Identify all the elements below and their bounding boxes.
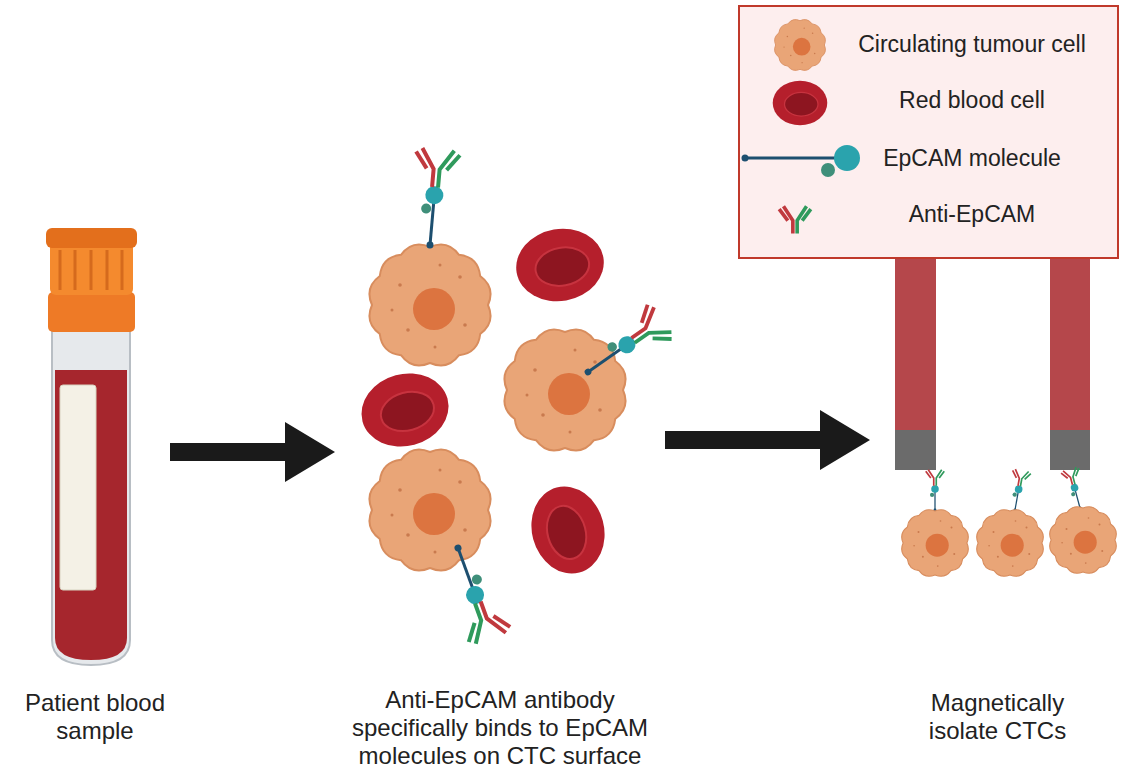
stage-caption: Patient blood sample [20, 689, 170, 745]
cell-cluster [353, 147, 675, 645]
legend-text: EpCAM molecule [837, 144, 1107, 172]
stage-caption: Anti-EpCAM antibody specifically binds t… [335, 686, 665, 768]
tumour-cell [1050, 507, 1117, 574]
legend-text: Circulating tumour cell [837, 30, 1107, 58]
arrow-shape [665, 410, 870, 470]
legend-text: Anti-EpCAM [837, 200, 1107, 228]
red-blood-cell [510, 222, 609, 308]
legend [739, 6, 1118, 258]
antibody-epcam [408, 147, 461, 250]
red-blood-cell [522, 478, 614, 582]
antibody-epcam [1006, 469, 1031, 513]
tumour-cell [902, 510, 969, 577]
legend-text: Red blood cell [837, 86, 1107, 114]
stage-caption: Magnetically isolate CTCs [918, 689, 1078, 745]
legend-sample [775, 20, 826, 71]
legend-sample [779, 206, 811, 233]
tumour-cell [369, 244, 490, 365]
process-arrow [170, 422, 335, 482]
antibody-epcam [573, 303, 674, 391]
antibody-epcam [926, 470, 944, 512]
antibody-epcam [1061, 467, 1090, 512]
process-arrow [665, 410, 870, 470]
legend-box [739, 6, 1118, 258]
tumour-cell [369, 449, 490, 570]
tumour-cell [977, 510, 1044, 577]
red-blood-cell [353, 364, 457, 456]
stage-node: Anti-EpCAM antibody specifically binds t… [335, 130, 665, 768]
stage-node: Patient blood sample [20, 225, 170, 745]
legend-sample [773, 81, 828, 126]
antibody-epcam [436, 537, 511, 646]
blood-tube [46, 228, 137, 665]
arrow-shape [170, 422, 335, 482]
tumour-cell [504, 329, 625, 450]
legend-sample [742, 145, 861, 177]
